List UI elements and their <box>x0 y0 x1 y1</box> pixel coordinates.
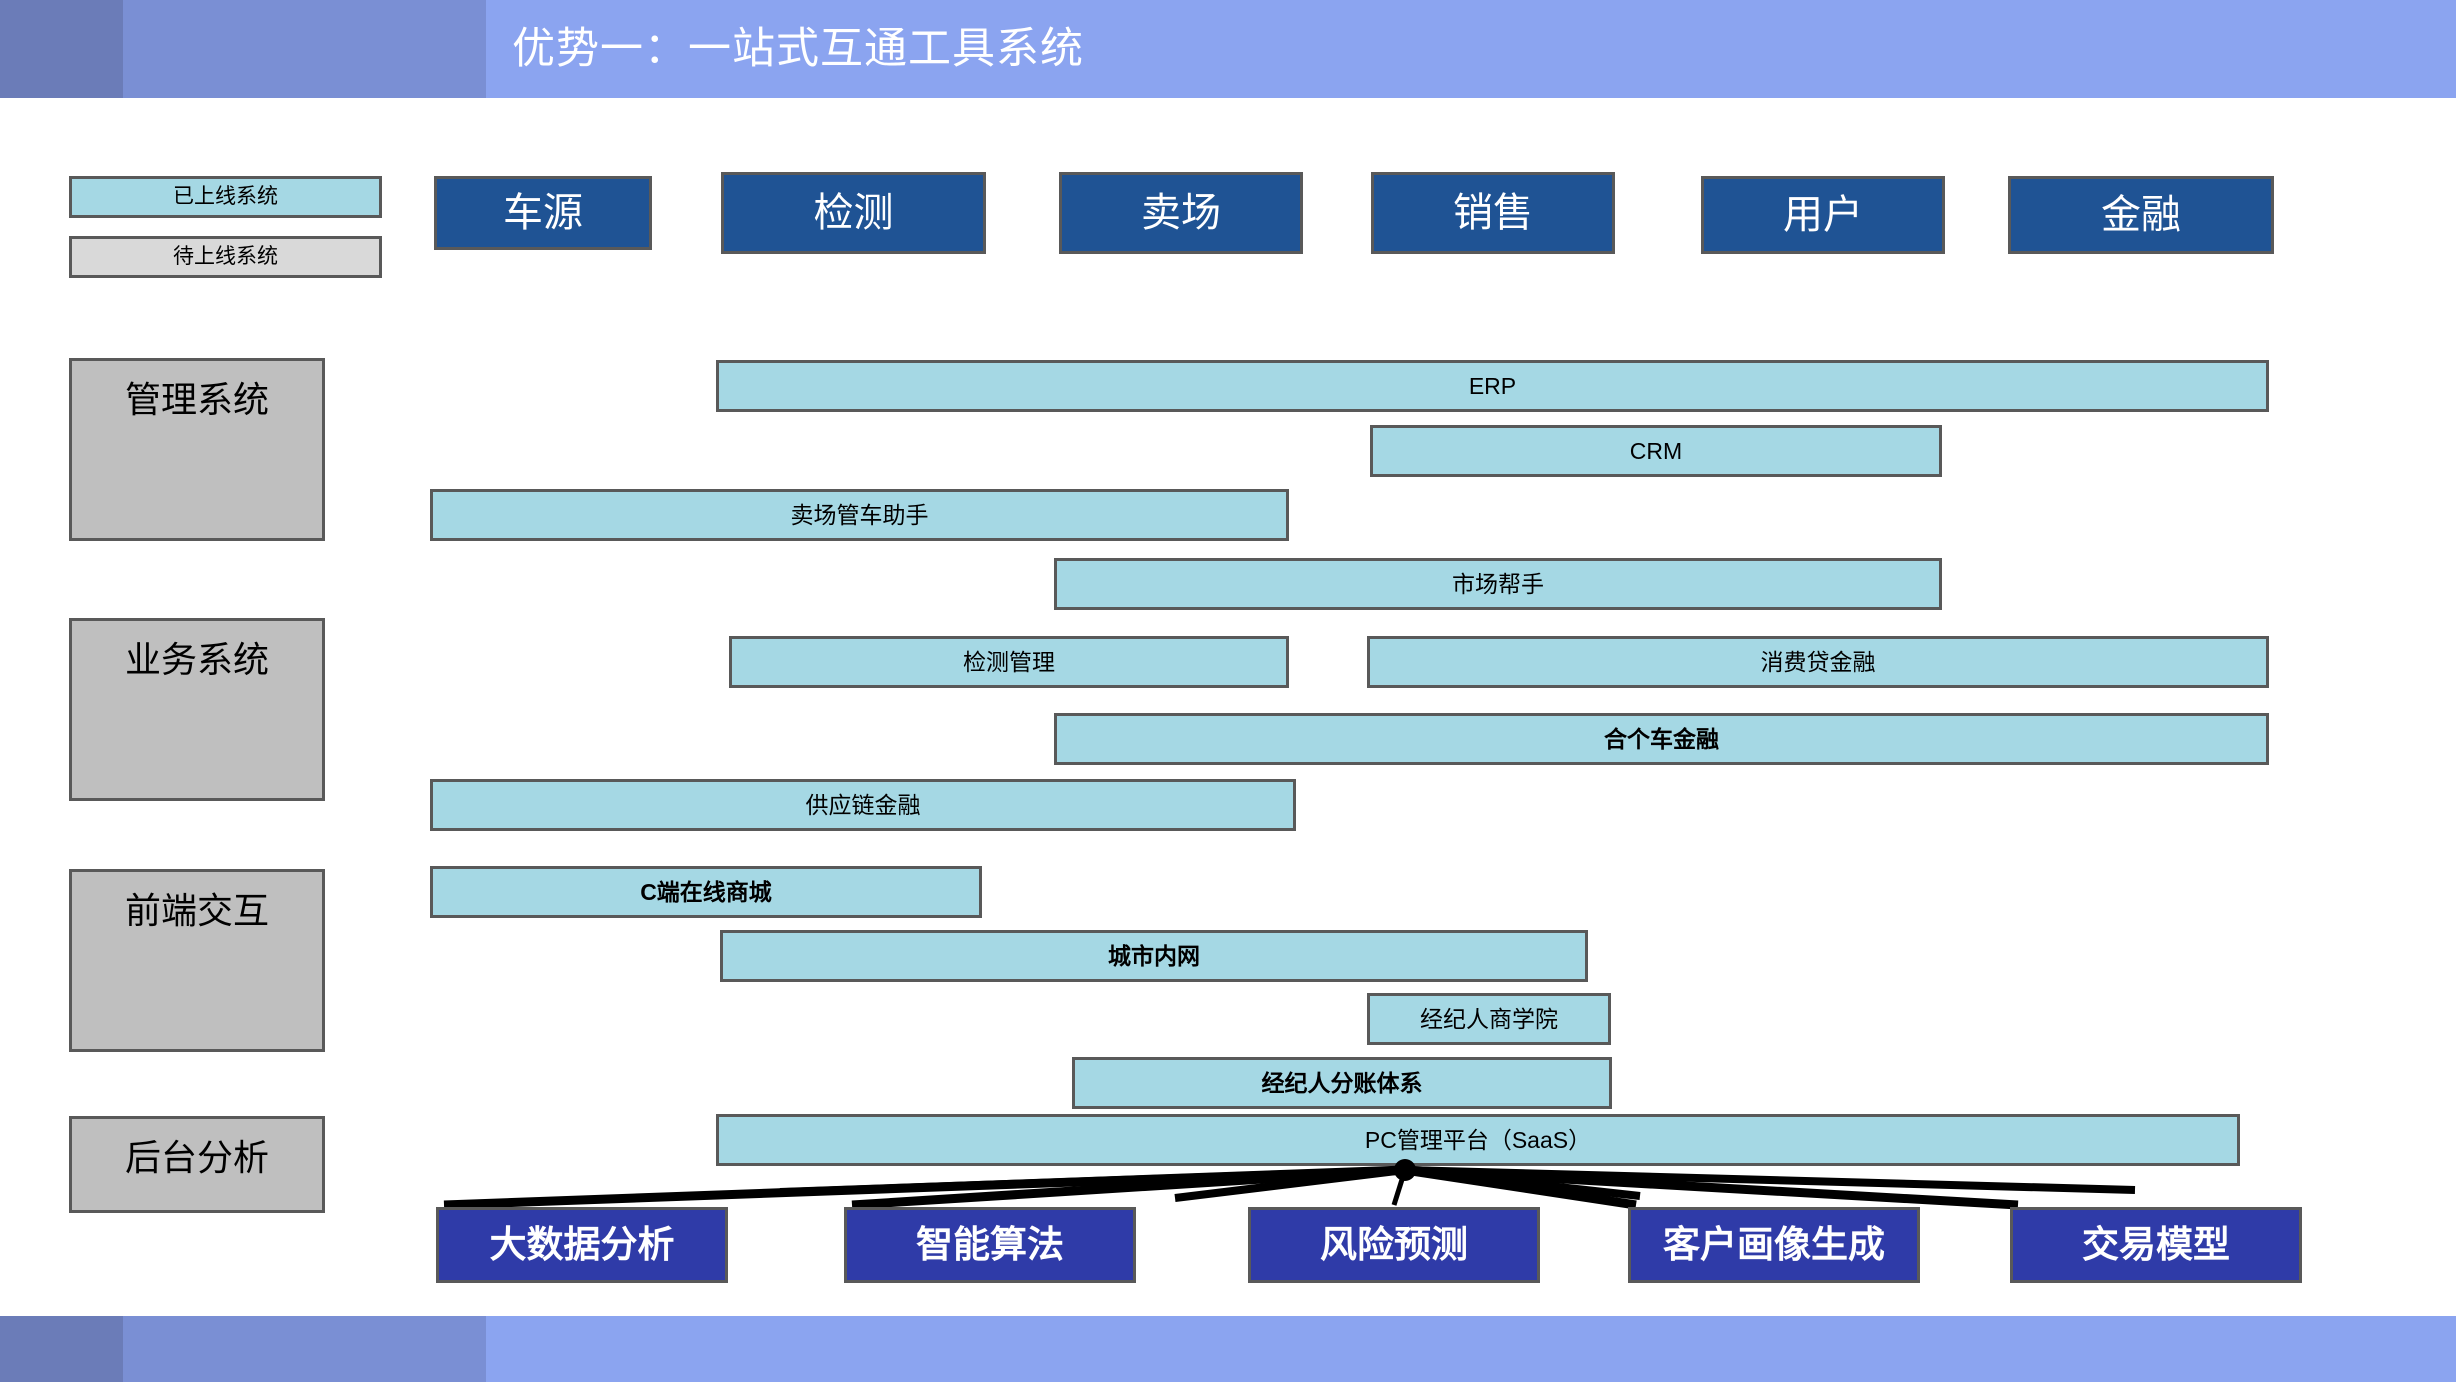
system-bar-经纪人商学院[interactable]: 经纪人商学院 <box>1367 993 1611 1045</box>
system-bar-消费贷金融[interactable]: 消费贷金融 <box>1367 636 2269 688</box>
system-bar-供应链金融[interactable]: 供应链金融 <box>430 779 1296 831</box>
system-bar-合个车金融[interactable]: 合个车金融 <box>1054 713 2269 765</box>
category-label-text: 前端交互 <box>124 890 269 931</box>
domain-button-label: 用户 <box>1783 193 1863 237</box>
system-bar-卖场管车助手[interactable]: 卖场管车助手 <box>430 489 1289 541</box>
analytics-button-label: 大数据分析 <box>489 1223 675 1265</box>
analytics-button-label: 客户画像生成 <box>1663 1223 1885 1265</box>
system-bar-C端在线商城[interactable]: C端在线商城 <box>430 866 982 918</box>
system-bar-市场帮手[interactable]: 市场帮手 <box>1054 558 1942 610</box>
connector-line-交易模型 <box>1404 1165 2019 1210</box>
legend-item-label: 待上线系统 <box>173 244 278 268</box>
category-label-业务系统: 业务系统 <box>69 618 325 801</box>
analytics-button-label: 交易模型 <box>2082 1223 2230 1265</box>
system-bar-label: 消费贷金融 <box>1760 648 1876 675</box>
footer-band <box>0 1316 2456 1382</box>
system-bar-label: ERP <box>1468 372 1517 399</box>
analytics-button-label: 风险预测 <box>1320 1223 1468 1265</box>
analytics-button-大数据分析[interactable]: 大数据分析 <box>436 1207 728 1283</box>
domain-button-金融[interactable]: 金融 <box>2008 176 2274 254</box>
analytics-button-交易模型[interactable]: 交易模型 <box>2010 1207 2302 1283</box>
domain-button-用户[interactable]: 用户 <box>1701 176 1945 254</box>
category-label-管理系统: 管理系统 <box>69 358 325 541</box>
system-bar-label: PC管理平台（SaaS） <box>1364 1126 1592 1153</box>
connector-line-extra-2 <box>1174 1166 1406 1202</box>
system-bar-label: 经纪人分账体系 <box>1261 1069 1423 1096</box>
domain-button-检测[interactable]: 检测 <box>721 172 986 254</box>
system-bar-经纪人分账体系[interactable]: 经纪人分账体系 <box>1072 1057 1612 1109</box>
band-segment-2 <box>123 1316 486 1382</box>
system-bar-ERP[interactable]: ERP <box>716 360 2269 412</box>
band-segment-2 <box>123 0 486 98</box>
analytics-button-风险预测[interactable]: 风险预测 <box>1248 1207 1540 1283</box>
system-bar-label: 市场帮手 <box>1452 570 1544 597</box>
category-label-后台分析: 后台分析 <box>69 1116 325 1213</box>
domain-button-label: 金融 <box>2101 193 2181 237</box>
page-title: 优势一：一站式互通工具系统 <box>512 25 1084 73</box>
connector-line-extra-1 <box>779 1166 1406 1196</box>
system-bar-label: 城市内网 <box>1108 942 1200 969</box>
analytics-button-智能算法[interactable]: 智能算法 <box>844 1207 1136 1283</box>
connector-line-大数据分析 <box>443 1165 1406 1210</box>
connector-line-智能算法 <box>851 1165 1406 1210</box>
connector-line-客户画像生成 <box>1404 1165 1637 1210</box>
category-label-text: 后台分析 <box>124 1137 269 1178</box>
category-label-text: 管理系统 <box>124 379 269 420</box>
system-bar-label: CRM <box>1629 437 1683 464</box>
connector-line-extra-4 <box>1404 1166 1641 1200</box>
legend-item-label: 已上线系统 <box>173 184 278 208</box>
connector-line-extra-3 <box>1404 1166 2136 1194</box>
system-bar-城市内网[interactable]: 城市内网 <box>720 930 1588 982</box>
category-label-text: 业务系统 <box>124 639 269 680</box>
legend-item-online: 已上线系统 <box>69 176 382 218</box>
system-bar-CRM[interactable]: CRM <box>1370 425 1942 477</box>
domain-button-label: 销售 <box>1453 191 1533 235</box>
system-bar-PC管理平台（SaaS）[interactable]: PC管理平台（SaaS） <box>716 1114 2240 1166</box>
analytics-button-客户画像生成[interactable]: 客户画像生成 <box>1628 1207 1920 1283</box>
band-segment-1 <box>0 0 123 98</box>
system-bar-检测管理[interactable]: 检测管理 <box>729 636 1289 688</box>
band-segment-3 <box>486 0 2456 98</box>
domain-button-卖场[interactable]: 卖场 <box>1059 172 1303 254</box>
system-bar-label: 合个车金融 <box>1604 725 1719 752</box>
system-bar-label: 卖场管车助手 <box>790 501 929 528</box>
domain-button-车源[interactable]: 车源 <box>434 176 652 250</box>
analytics-button-label: 智能算法 <box>916 1223 1064 1265</box>
system-bar-label: 经纪人商学院 <box>1420 1005 1558 1032</box>
system-bar-label: 检测管理 <box>963 648 1055 675</box>
connector-line-风险预测 <box>1391 1169 1408 1206</box>
band-segment-1 <box>0 1316 123 1382</box>
domain-button-label: 车源 <box>503 191 583 235</box>
category-label-前端交互: 前端交互 <box>69 869 325 1052</box>
band-segment-3 <box>486 1316 2456 1382</box>
domain-button-label: 检测 <box>813 191 894 235</box>
legend-item-pending: 待上线系统 <box>69 236 382 278</box>
system-bar-label: 供应链金融 <box>805 791 921 818</box>
header-band <box>0 0 2456 98</box>
domain-button-label: 卖场 <box>1141 191 1221 235</box>
system-bar-label: C端在线商城 <box>640 878 772 905</box>
domain-button-销售[interactable]: 销售 <box>1371 172 1615 254</box>
